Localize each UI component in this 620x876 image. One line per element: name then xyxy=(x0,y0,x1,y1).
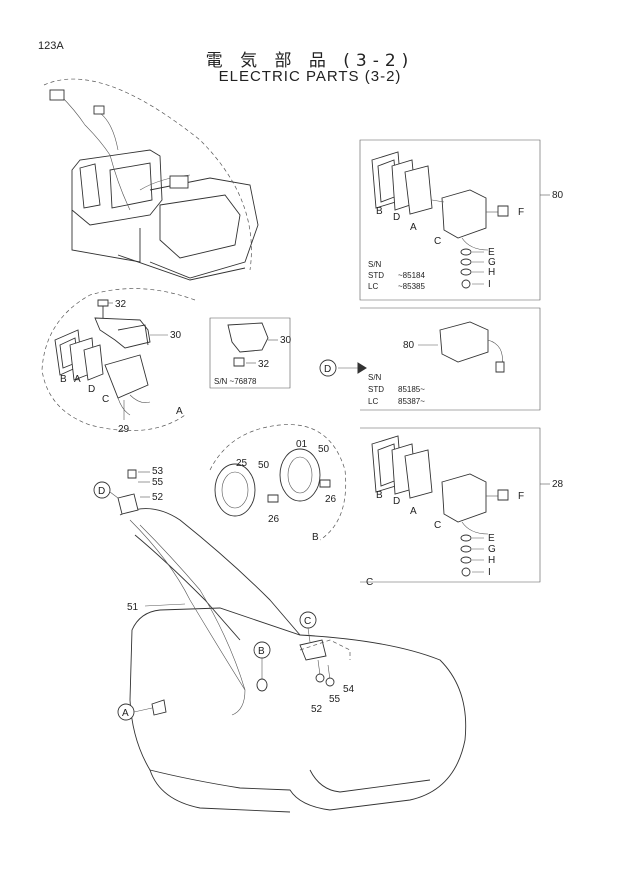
svg-text:D: D xyxy=(98,486,105,497)
detail-b-label-26b: 26 xyxy=(325,494,337,505)
svg-text:D: D xyxy=(324,364,331,375)
box-80-lamp-assembly: 80 B D A C F E G H I S/N STD ~85184 LC ~… xyxy=(359,139,564,301)
box-28-letter-e: E xyxy=(488,533,495,544)
circle-ref-d-boom: D xyxy=(93,481,119,499)
box-80-letter-g: G xyxy=(488,257,496,268)
box-80-letter-f: F xyxy=(518,207,524,218)
box-80-callout: 80 xyxy=(552,190,564,201)
detail-b: 25 50 01 50 26 26 B xyxy=(209,424,346,543)
detail-b-label-26a: 26 xyxy=(268,514,280,525)
box-28-letter-b: B xyxy=(376,490,383,501)
cab-overview-drawing xyxy=(43,78,259,281)
detail-a-inset: 30 32 S/N ~76878 xyxy=(209,317,292,389)
circle-ref-b-body: B xyxy=(253,641,271,679)
box-28-letter-h: H xyxy=(488,555,495,566)
inset-label-30: 30 xyxy=(280,335,292,346)
circle-ref-d-top: D xyxy=(319,359,337,377)
box-80b-lamp-assembly: 80 S/N STD 85185~ LC 85387~ xyxy=(338,307,541,411)
svg-text:A: A xyxy=(122,708,129,719)
box-80-lc-value: ~85385 xyxy=(398,282,425,291)
main-label-52a: 52 xyxy=(152,492,164,503)
inset-label-32: 32 xyxy=(258,359,270,370)
detail-a-label-29: 29 xyxy=(118,424,130,435)
box-28-section-label: C xyxy=(366,577,373,588)
main-label-52b: 52 xyxy=(311,704,323,715)
box-80-letter-h: H xyxy=(488,267,495,278)
detail-a-label-d: D xyxy=(88,384,95,395)
page-number: 123A xyxy=(38,40,64,52)
box-80b-lc-label: LC xyxy=(368,397,378,406)
inset-sn-text: S/N ~76878 xyxy=(214,377,257,386)
detail-a-label-a: A xyxy=(74,374,81,385)
box-28-letter-f: F xyxy=(518,491,524,502)
detail-b-label-50a: 50 xyxy=(258,460,270,471)
box-28-lamp-assembly: 28 B D A C F E G H I C xyxy=(360,427,564,588)
box-80b-sn-label: S/N xyxy=(368,373,382,382)
box-28-letter-d: D xyxy=(393,496,400,507)
main-label-53: 53 xyxy=(152,466,164,477)
page-title-japanese: 電 気 部 品 (3-2) xyxy=(205,51,415,71)
detail-b-label-50b: 50 xyxy=(318,444,330,455)
box-80-letter-i: I xyxy=(488,279,491,290)
machine-body-drawing: 51 53 55 52 54 55 52 xyxy=(117,466,467,813)
main-label-55b: 55 xyxy=(329,694,341,705)
box-80-letter-b: B xyxy=(376,206,383,217)
main-label-51: 51 xyxy=(127,602,139,613)
box-28-letter-i: I xyxy=(488,567,491,578)
circle-ref-a-front: A xyxy=(117,703,153,721)
box-80-letter-e: E xyxy=(488,247,495,258)
detail-a-label-32: 32 xyxy=(115,299,127,310)
detail-b-section-label: B xyxy=(312,532,319,543)
box-80-sn-label: S/N xyxy=(368,260,382,269)
box-28-letter-a: A xyxy=(410,506,417,517)
svg-text:B: B xyxy=(258,646,265,657)
detail-b-label-01: 01 xyxy=(296,439,308,450)
detail-a: 32 30 B A D C 29 A xyxy=(41,288,196,435)
main-label-55a: 55 xyxy=(152,477,164,488)
box-80-letter-c: C xyxy=(434,236,441,247)
box-80b-std-value: 85185~ xyxy=(398,385,425,394)
box-28-callout: 28 xyxy=(552,479,564,490)
main-label-54: 54 xyxy=(343,684,355,695)
box-28-letter-g: G xyxy=(488,544,496,555)
box-80b-lc-value: 85387~ xyxy=(398,397,425,406)
circle-ref-c-deck: C xyxy=(299,611,317,643)
detail-a-label-c: C xyxy=(102,394,109,405)
box-80-std-label: STD xyxy=(368,271,384,280)
box-80-letter-a: A xyxy=(410,222,417,233)
page-title-english: ELECTRIC PARTS (3-2) xyxy=(218,68,402,85)
detail-a-label-b: B xyxy=(60,374,67,385)
box-28-letter-c: C xyxy=(434,520,441,531)
box-80-std-value: ~85184 xyxy=(398,271,425,280)
svg-text:C: C xyxy=(304,616,311,627)
box-80b-std-label: STD xyxy=(368,385,384,394)
detail-a-section-label: A xyxy=(176,406,183,417)
detail-a-label-30: 30 xyxy=(170,330,182,341)
box-80-letter-d: D xyxy=(393,212,400,223)
box-80-lc-label: LC xyxy=(368,282,378,291)
box-80b-callout: 80 xyxy=(403,340,415,351)
detail-b-label-25: 25 xyxy=(236,458,248,469)
